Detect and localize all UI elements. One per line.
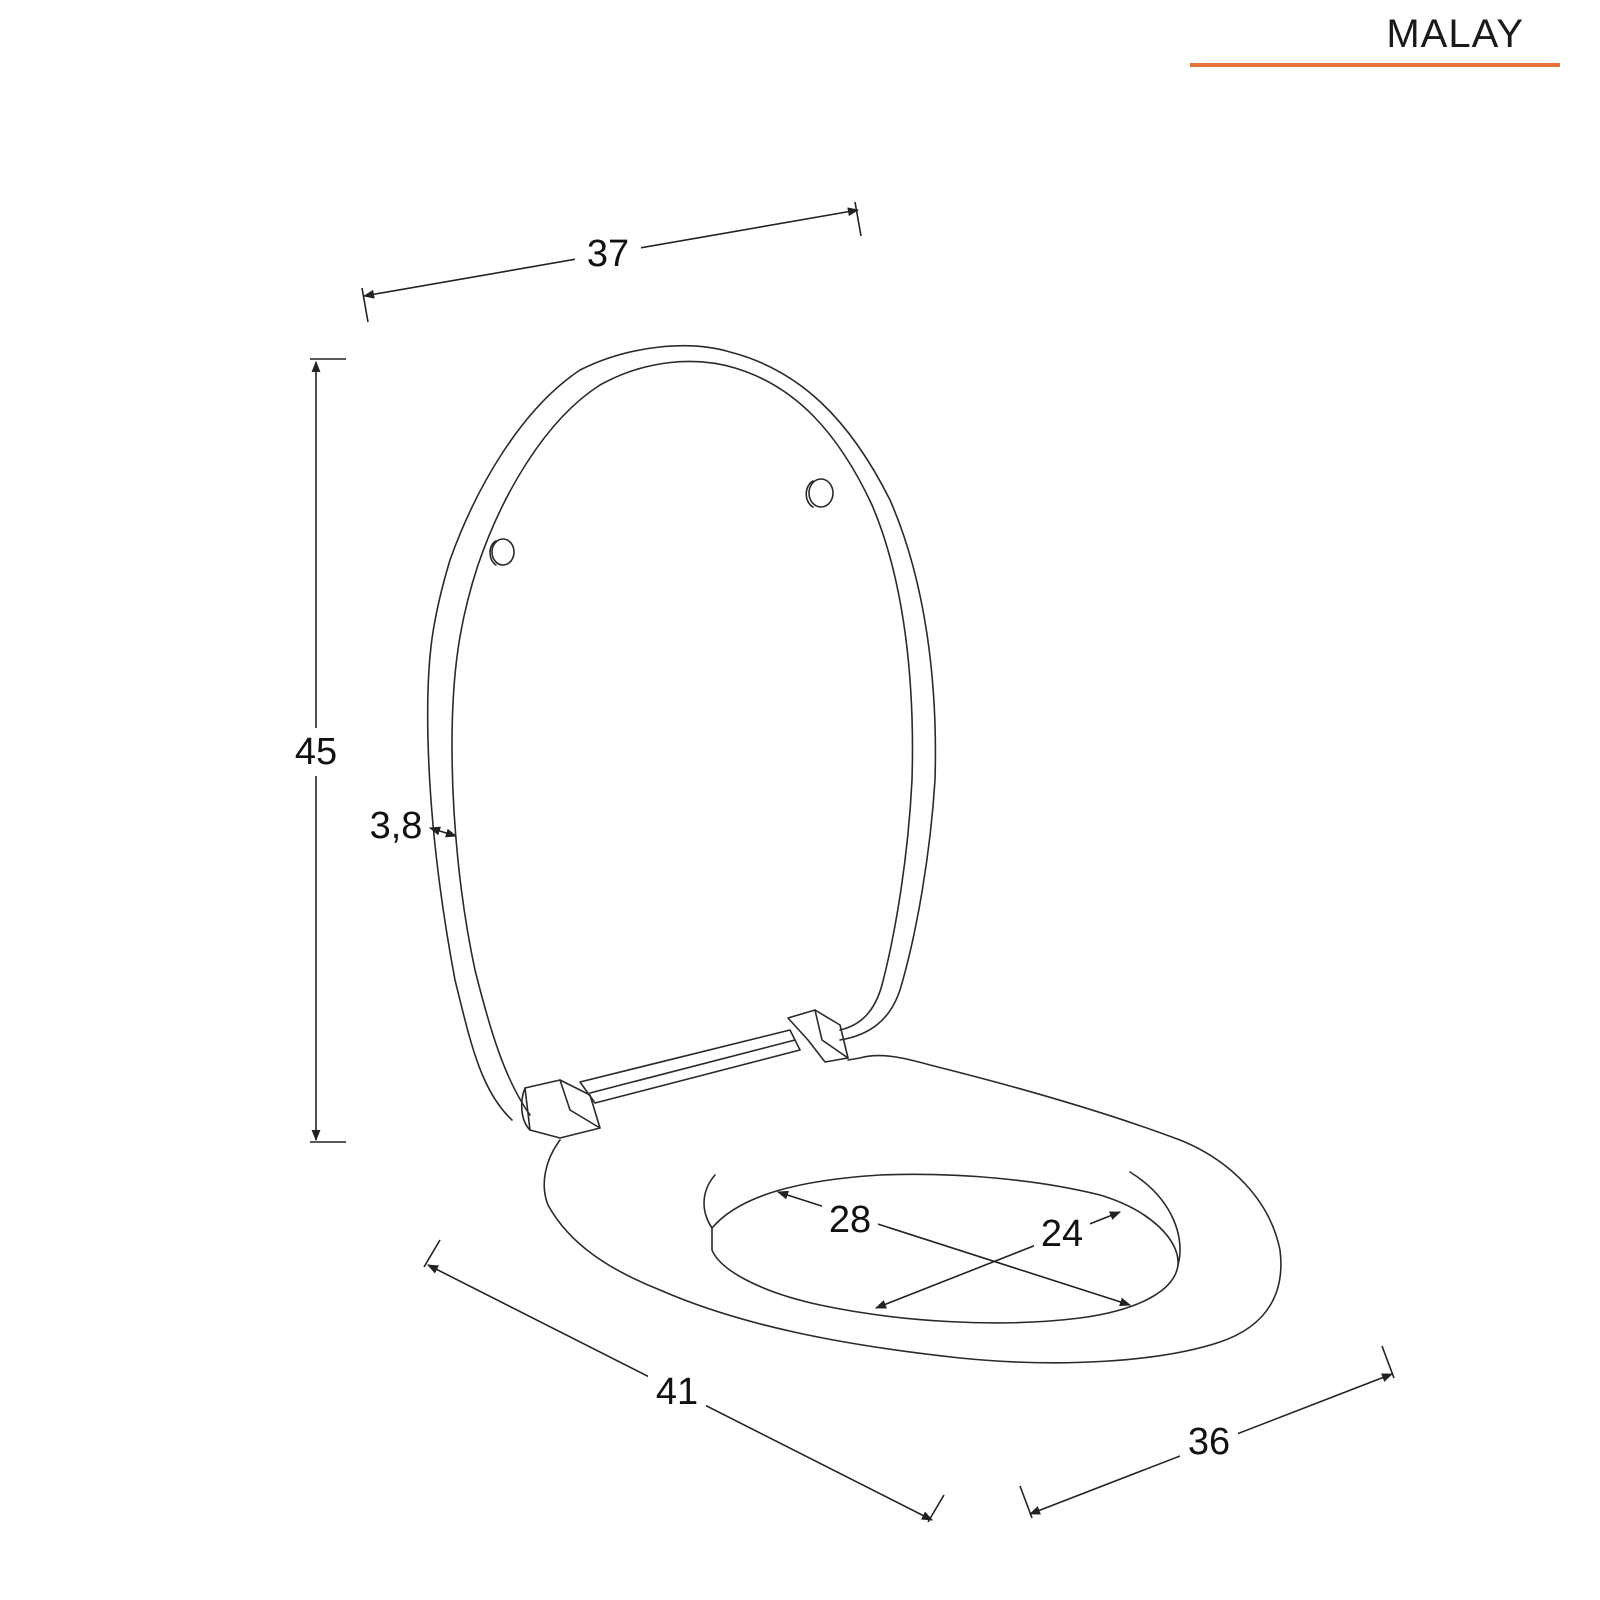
dim-thickness-label: 3,8 xyxy=(370,805,423,847)
seat-opening xyxy=(711,1173,1179,1324)
dim-seat-length-label: 41 xyxy=(656,1371,698,1413)
lid-inner-edge xyxy=(451,360,914,1116)
dim-opening-width-label: 24 xyxy=(1041,1213,1083,1255)
brand-underline xyxy=(1190,63,1560,67)
hinge-right-block xyxy=(787,1009,849,1063)
dim-opening-width: 24 xyxy=(874,1210,1122,1309)
lid-bumper-right xyxy=(805,478,834,508)
seat-outer-edge xyxy=(543,1054,1282,1364)
seat-drawing xyxy=(543,1054,1282,1364)
lid-bumper-left xyxy=(489,538,515,566)
dim-height-label: 45 xyxy=(295,731,337,773)
lid-outer-edge xyxy=(426,345,937,1121)
dim-thickness: 3,8 xyxy=(370,805,458,847)
hinge-drawing xyxy=(520,1009,849,1139)
brand-name: MALAY xyxy=(1386,12,1524,56)
dim-seat-width-label: 36 xyxy=(1188,1421,1230,1463)
dim-lid-width-label: 37 xyxy=(587,233,629,275)
dim-seat-length: 41 xyxy=(423,1239,945,1523)
lid-drawing xyxy=(426,345,937,1121)
dim-lid-width: 37 xyxy=(361,201,862,323)
dim-height: 45 xyxy=(288,358,346,1143)
dim-seat-width: 36 xyxy=(1019,1345,1395,1519)
dim-opening-length-label: 28 xyxy=(829,1199,871,1241)
